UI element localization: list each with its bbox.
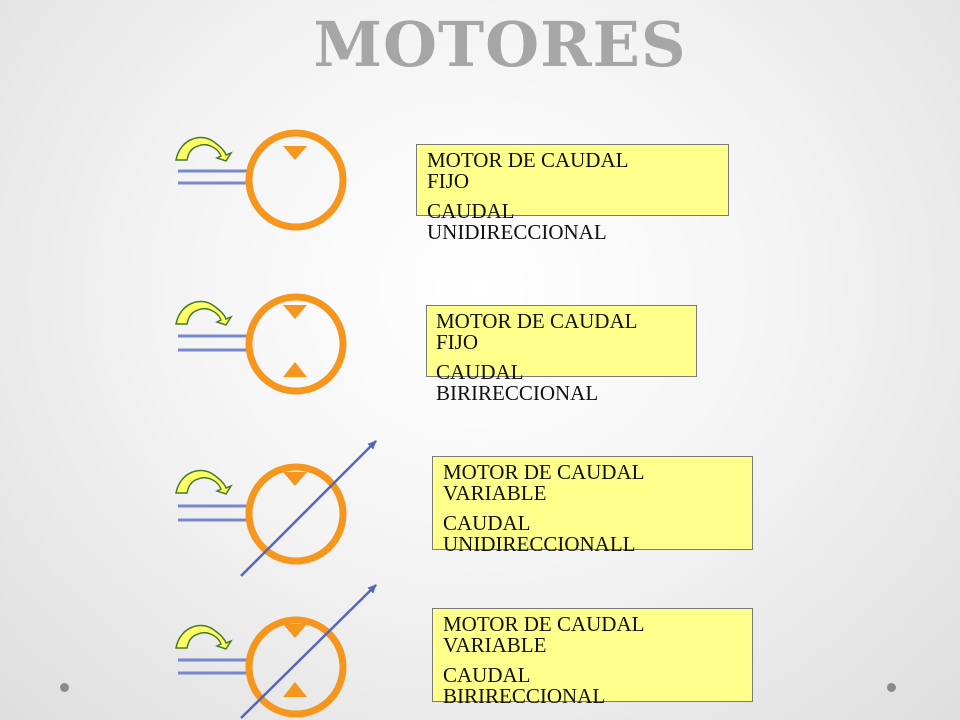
motor-symbol-2 [175,293,347,395]
motor-circle [245,293,347,395]
variable-displacement-arrow [240,440,377,577]
motor-label-box-3 [432,456,753,550]
rotation-arrow-icon [175,469,233,495]
decorative-dot-right [887,683,896,692]
flow-triangle-down-icon [283,472,307,486]
flow-triangle-up-icon [283,362,307,377]
flow-triangle-up-icon [283,682,307,697]
flow-direction-text: CAUDAL UNIDIRECCIONAL [427,199,607,244]
motor-label-2: MOTOR DE CAUDAL FIJO CAUDAL BIRIRECCIONA… [436,311,637,404]
motor-type-text: MOTOR DE CAUDAL VARIABLE [443,460,645,505]
motor-type-text: MOTOR DE CAUDAL VARIABLE [443,612,645,657]
motor-type-text: MOTOR DE CAUDAL FIJO [427,148,629,193]
motor-label-3: MOTOR DE CAUDAL VARIABLE CAUDAL UNIDIREC… [443,462,644,555]
flow-triangle-down-icon [283,146,307,160]
motor-label-box-1 [416,144,729,216]
decorative-dot-left [60,683,69,692]
motor-symbol-4 [175,584,377,719]
flow-triangle-down-icon [283,305,307,319]
motor-type-text: MOTOR DE CAUDAL FIJO [436,309,638,354]
motor-label-4: MOTOR DE CAUDAL VARIABLE CAUDAL BIRIRECC… [443,614,644,707]
motor-symbol-3 [175,440,377,577]
variable-displacement-arrow [240,584,377,719]
motor-symbol-1 [175,129,347,231]
flow-triangle-down-icon [283,624,307,638]
flow-direction-text: CAUDAL BIRIRECCIONAL [443,663,606,708]
page-title: MOTORES [313,8,687,81]
rotation-arrow-icon [175,136,233,162]
flow-direction-text: CAUDAL UNIDIRECCIONALL [443,511,636,556]
rotation-arrow-icon [175,624,233,650]
motor-label-1: MOTOR DE CAUDAL FIJO CAUDAL UNIDIRECCION… [427,150,628,243]
motor-circle [245,463,347,565]
motor-circle [245,129,347,231]
motor-circle [245,616,347,718]
motor-label-box-4 [432,608,753,702]
rotation-arrow-icon [175,300,233,326]
motor-label-box-2 [426,305,697,377]
flow-direction-text: CAUDAL BIRIRECCIONAL [436,360,599,405]
